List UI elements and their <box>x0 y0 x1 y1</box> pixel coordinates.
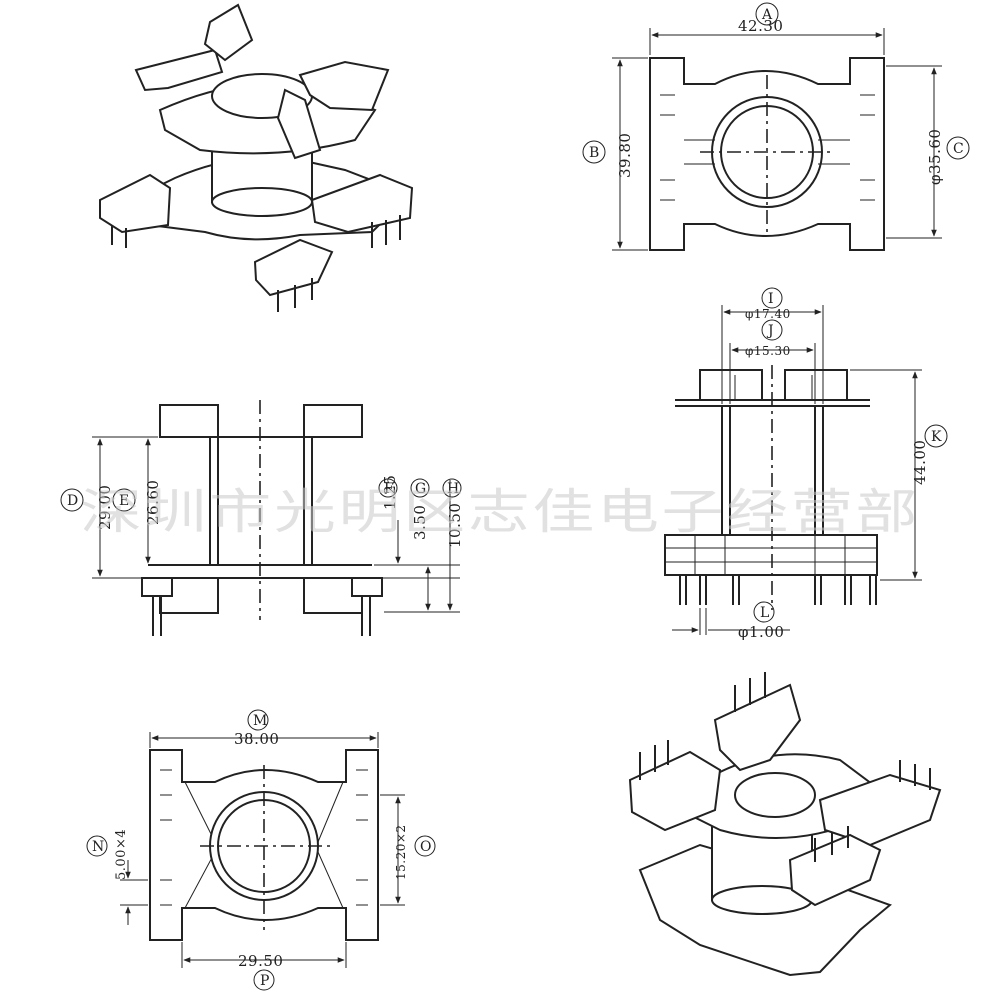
dim-c-value: φ35.60 <box>926 129 944 185</box>
label-l: L <box>760 605 769 621</box>
label-m-circle <box>247 709 269 731</box>
label-m: M <box>253 713 267 729</box>
dim-d-value: 29.00 <box>96 485 114 530</box>
dim-g-value: 3.50 <box>411 505 429 540</box>
label-b: B <box>589 145 599 161</box>
label-f: F <box>384 481 394 497</box>
label-d-circle <box>60 488 84 512</box>
dim-o-value: 15.20×2 <box>394 824 408 880</box>
label-c: C <box>953 141 964 157</box>
label-n-circle <box>86 835 108 857</box>
watermark-text: 深圳市光明区志佳电子经营部 <box>80 484 920 540</box>
label-h-circle <box>442 478 462 498</box>
label-f-circle <box>378 478 398 498</box>
dim-e-value: 26.60 <box>144 480 162 525</box>
label-k: K <box>931 429 942 445</box>
dim-h-value: 10.50 <box>446 503 464 548</box>
front-view: 29.00 D 26.60 E 1.25 F 3.50 G 10.50 H <box>60 400 464 636</box>
dim-m-value: 38.00 <box>234 730 279 748</box>
label-c-circle <box>946 136 970 160</box>
label-i: I <box>768 291 774 307</box>
label-d: D <box>67 493 78 509</box>
label-j-circle <box>761 319 783 341</box>
label-h: H <box>447 481 459 497</box>
label-b-circle <box>582 140 606 164</box>
isometric-view-top <box>99 3 414 312</box>
label-n: N <box>92 839 104 855</box>
isometric-view-bottom <box>628 672 942 977</box>
label-g-circle <box>410 478 430 498</box>
dim-a-value: 42.30 <box>738 17 783 35</box>
label-e: E <box>119 493 129 509</box>
dim-n-value: 5.00×4 <box>114 829 129 880</box>
dim-k-value: 44.00 <box>911 440 929 485</box>
label-o-circle <box>414 835 436 857</box>
label-a-circle <box>755 2 779 26</box>
label-a: A <box>761 7 773 23</box>
label-p: P <box>260 973 269 989</box>
label-g: G <box>415 481 426 497</box>
dim-i-value: φ17.40 <box>745 307 791 321</box>
dim-p-value: 29.50 <box>238 952 283 970</box>
label-k-circle <box>924 424 948 448</box>
side-view: φ17.40 I φ15.30 J 44.00 K φ1.00 L <box>664 287 948 641</box>
dim-f-value: 1.25 <box>381 475 399 510</box>
dim-j-value: φ15.30 <box>745 344 791 358</box>
label-l-circle <box>753 601 775 623</box>
label-p-circle <box>253 969 275 991</box>
dim-b-value: 39.80 <box>616 133 634 178</box>
label-e-circle <box>112 488 136 512</box>
label-j: J <box>766 323 774 339</box>
dim-l-value: φ1.00 <box>738 623 784 641</box>
bottom-view: 38.00 M 5.00×4 N 15.20×2 O 29.50 P <box>86 709 436 991</box>
label-o: O <box>420 839 431 855</box>
label-i-circle <box>761 287 783 309</box>
top-view: 42.30 A 39.80 B φ35.60 C <box>582 2 970 251</box>
